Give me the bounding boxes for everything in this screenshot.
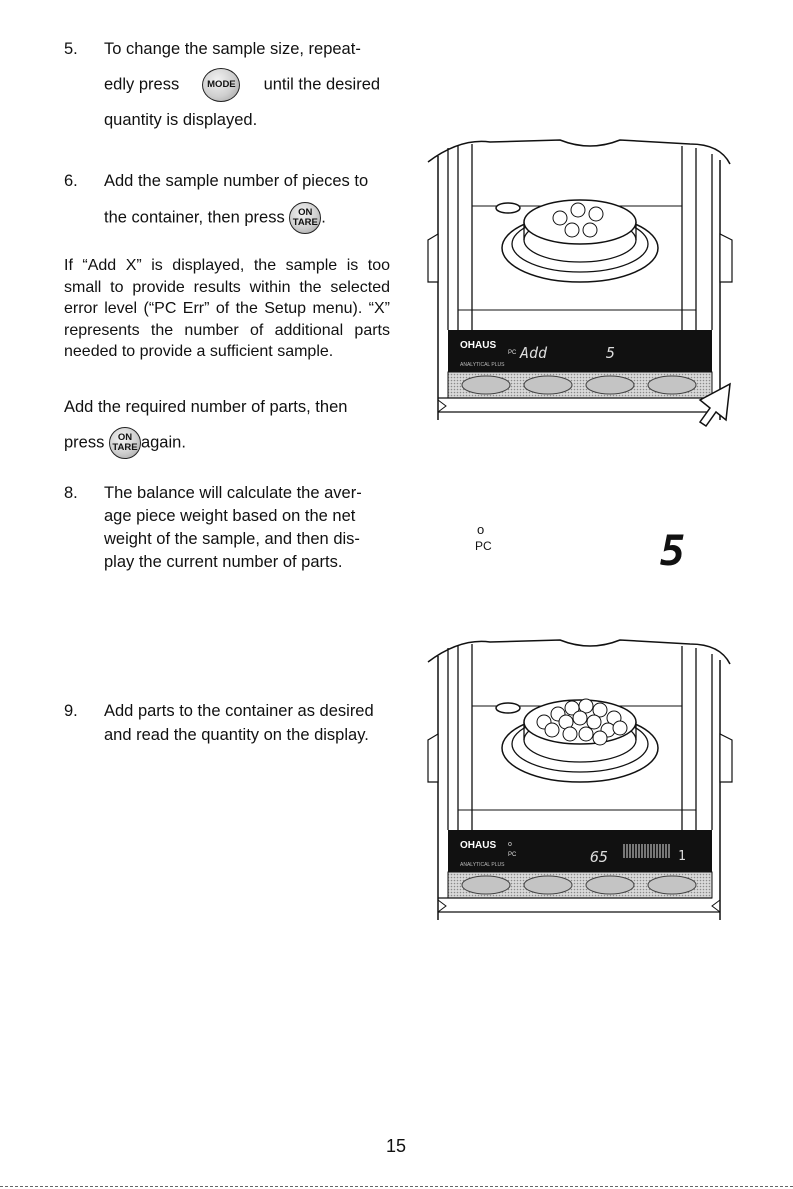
page-bottom-rule bbox=[0, 1186, 793, 1187]
balance-2-display-digits: 65 bbox=[590, 848, 608, 866]
page-number: 15 bbox=[386, 1136, 407, 1156]
step-5-number: 5. bbox=[64, 40, 78, 58]
step-8-line-3: weight of the sample, and then dis- bbox=[104, 530, 360, 548]
balance-1-display-text: Add bbox=[519, 344, 548, 362]
step-6-number: 6. bbox=[64, 172, 78, 190]
on-tare-label-bottom-2: TARE bbox=[112, 442, 138, 453]
balance-2-pc-label: PC bbox=[508, 852, 517, 858]
add-x-note: If “Add X” is displayed, the sample is t… bbox=[64, 257, 390, 360]
step-8-line-1: The balance will calculate the aver- bbox=[104, 484, 362, 502]
step-9-line-1: Add parts to the container as desired bbox=[104, 702, 374, 720]
add-parts-again: again. bbox=[140, 433, 186, 452]
add-parts-line-1: Add the required number of parts, then bbox=[64, 398, 348, 416]
on-tare-label-bottom: TARE bbox=[292, 217, 318, 228]
balance-illustration-add: OHAUS ANALYTICAL PLUS PC Add 5 bbox=[427, 139, 733, 428]
mode-button-label: MODE bbox=[207, 79, 236, 90]
step-8-line-4: play the current number of parts. bbox=[104, 553, 343, 571]
step-9-line-2: and read the quantity on the display. bbox=[104, 726, 369, 744]
balance-1-display-digit: 5 bbox=[606, 344, 615, 362]
step-6-line-2-start: the container, then press bbox=[104, 208, 285, 227]
step-5-line-2-start: edly press bbox=[104, 75, 180, 94]
step-5-line-2: edly press MODE until the desired bbox=[104, 68, 394, 102]
balance-illustration-count: OHAUS ANALYTICAL PLUS o PC 65 1 bbox=[427, 639, 733, 920]
step-8-number: 8. bbox=[64, 484, 78, 502]
step-5-line-3: quantity is displayed. bbox=[104, 111, 258, 129]
readout-digit: 5 bbox=[660, 526, 686, 575]
balance-1-pc-label: PC bbox=[508, 350, 517, 356]
balance-2-display-tail: 1 bbox=[678, 849, 686, 864]
on-tare-label-top-2: ON bbox=[117, 432, 133, 443]
readout-circle: o bbox=[477, 522, 485, 537]
step-6-line-2-end: . bbox=[321, 208, 326, 227]
balance-2-bar-graph bbox=[623, 844, 670, 858]
step-9-number: 9. bbox=[64, 702, 78, 720]
balance-1-model: ANALYTICAL PLUS bbox=[460, 362, 505, 368]
add-parts-press: press bbox=[64, 433, 105, 452]
balance-2-model: ANALYTICAL PLUS bbox=[460, 862, 505, 868]
step-5-line-1: To change the sample size, repeat- bbox=[104, 40, 361, 58]
balance-2-brand: OHAUS bbox=[460, 840, 496, 851]
step-5-line-2-end: until the desired bbox=[263, 75, 381, 94]
balance-2-circle: o bbox=[508, 841, 512, 848]
mode-button-icon: MODE bbox=[202, 68, 241, 102]
step-6-line-1: Add the sample number of pieces to bbox=[104, 172, 369, 190]
readout-pc-label: PC bbox=[475, 539, 492, 553]
balance-1-brand: OHAUS bbox=[460, 340, 496, 351]
pointer-arrow-icon bbox=[698, 382, 731, 428]
step-8-line-2: age piece weight based on the net bbox=[104, 507, 356, 525]
on-tare-label-top: ON bbox=[298, 207, 313, 218]
